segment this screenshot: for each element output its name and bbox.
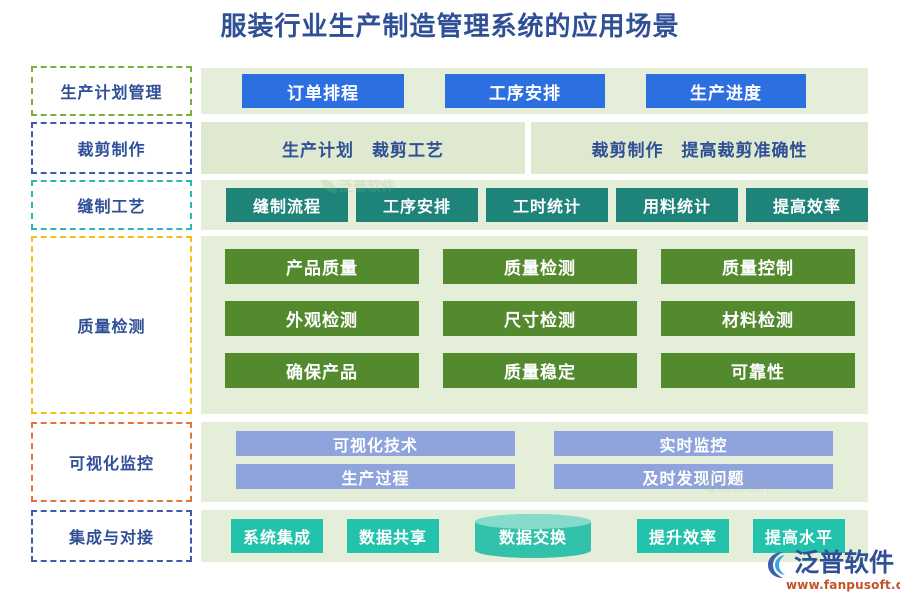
chip-raise-level[interactable]: 提高水平 (753, 519, 845, 553)
row-label-text: 集成与对接 (68, 528, 154, 547)
chip-improve-efficiency[interactable]: 提高效率 (746, 188, 868, 222)
logo-swoosh-icon (764, 550, 794, 580)
row-label-text: 质量检测 (77, 317, 146, 336)
row-production-plan: 生产计划管理 订单排程 工序安排 生产进度 (0, 66, 900, 116)
quality-line-1: 产品质量 质量检测 质量控制 (201, 249, 868, 284)
row-label-cutting[interactable]: 裁剪制作 (31, 122, 192, 174)
chip-dimension-inspection[interactable]: 尺寸检测 (443, 301, 637, 336)
quality-line-2: 外观检测 尺寸检测 材料检测 (201, 301, 868, 336)
chip-ensure-product[interactable]: 确保产品 (225, 353, 419, 388)
row-label-sewing[interactable]: 缝制工艺 (31, 180, 192, 230)
row-label-integration[interactable]: 集成与对接 (31, 510, 192, 562)
row-quality: 质量检测 产品质量 质量检测 质量控制 外观检测 尺寸检测 材料检测 确保产品 … (0, 236, 900, 414)
chip-visualization-technology[interactable]: 可视化技术 (236, 431, 515, 456)
row-label-text: 生产计划管理 (60, 83, 163, 102)
chip-production-progress[interactable]: 生产进度 (646, 74, 806, 108)
chip-product-quality[interactable]: 产品质量 (225, 249, 419, 284)
row-sewing: 缝制工艺 缝制流程 工序安排 工时统计 用料统计 提高效率 (0, 180, 900, 230)
row-label-text: 裁剪制作 (77, 140, 146, 159)
row-body-quality: 产品质量 质量检测 质量控制 外观检测 尺寸检测 材料检测 确保产品 质量稳定 … (201, 236, 868, 414)
quality-line-3: 确保产品 质量稳定 可靠性 (201, 353, 868, 388)
brand-name: 泛普软件 (794, 548, 895, 577)
chip-order-scheduling[interactable]: 订单排程 (242, 74, 404, 108)
chip-process-arrangement[interactable]: 工序安排 (356, 188, 478, 222)
row-body-integration: 系统集成 数据共享 数据交换 提升效率 提高水平 (201, 510, 868, 562)
row-label-text: 缝制工艺 (77, 197, 146, 216)
row-body-visual: 可视化技术 实时监控 生产过程 及时发现问题 (201, 422, 868, 502)
chip-system-integration[interactable]: 系统集成 (231, 519, 323, 553)
row-integration: 集成与对接 系统集成 数据共享 数据交换 提升效率 提高水平 (0, 510, 900, 562)
row-label-visual[interactable]: 可视化监控 (31, 422, 192, 502)
chip-production-process[interactable]: 生产过程 (236, 464, 515, 489)
page-title: 服装行业生产制造管理系统的应用场景 (220, 12, 680, 42)
chip-quality-inspection[interactable]: 质量检测 (443, 249, 637, 284)
chip-labor-hour-statistics[interactable]: 工时统计 (486, 188, 608, 222)
chip-boost-efficiency[interactable]: 提升效率 (637, 519, 729, 553)
row-body-production-plan: 订单排程 工序安排 生产进度 (201, 68, 868, 114)
chip-cutting-accuracy[interactable]: 裁剪制作 提高裁剪准确性 (531, 122, 868, 174)
database-cylinder-data-exchange[interactable]: 数据交换 (475, 514, 591, 558)
chip-reliability[interactable]: 可靠性 (661, 353, 855, 388)
cylinder-label: 数据交换 (498, 528, 567, 547)
chip-production-plan-cutting-craft[interactable]: 生产计划 裁剪工艺 (201, 122, 525, 174)
row-body-cutting: 生产计划 裁剪工艺 裁剪制作 提高裁剪准确性 (201, 122, 868, 174)
row-label-text: 可视化监控 (68, 454, 154, 473)
chip-timely-issue-detection[interactable]: 及时发现问题 (554, 464, 833, 489)
chip-appearance-inspection[interactable]: 外观检测 (225, 301, 419, 336)
visual-line-2: 生产过程 及时发现问题 (201, 464, 868, 489)
chip-sewing-process[interactable]: 缝制流程 (226, 188, 348, 222)
brand-url: www.fanpusoft.com (786, 578, 900, 592)
chip-material-statistics[interactable]: 用料统计 (616, 188, 738, 222)
chip-realtime-monitoring[interactable]: 实时监控 (554, 431, 833, 456)
brand-logo[interactable]: 泛普软件 www.fanpusoft.com (764, 548, 900, 594)
row-label-production-plan[interactable]: 生产计划管理 (31, 66, 192, 116)
chip-data-sharing[interactable]: 数据共享 (347, 519, 439, 553)
chip-quality-stability[interactable]: 质量稳定 (443, 353, 637, 388)
chip-material-inspection[interactable]: 材料检测 (661, 301, 855, 336)
chip-process-arrangement[interactable]: 工序安排 (445, 74, 605, 108)
row-body-sewing: 缝制流程 工序安排 工时统计 用料统计 提高效率 (201, 180, 868, 230)
visual-line-1: 可视化技术 实时监控 (201, 431, 868, 456)
row-label-quality[interactable]: 质量检测 (31, 236, 192, 414)
row-cutting: 裁剪制作 生产计划 裁剪工艺 裁剪制作 提高裁剪准确性 (0, 122, 900, 174)
row-visual: 可视化监控 可视化技术 实时监控 生产过程 及时发现问题 (0, 422, 900, 502)
chip-quality-control[interactable]: 质量控制 (661, 249, 855, 284)
